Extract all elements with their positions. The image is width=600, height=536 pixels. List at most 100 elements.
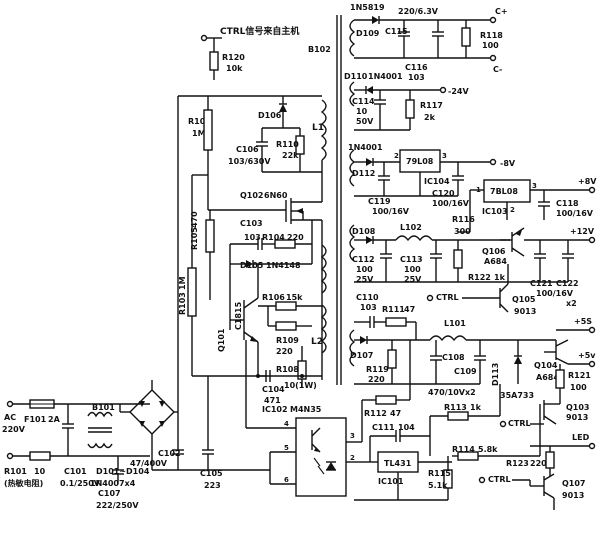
q101-ref: Q101 (217, 328, 226, 352)
gate-drive-section: R105 470 C103 103 R104 220 D105 1N4148 (190, 210, 313, 330)
r101-note: (热敏电阻) (4, 478, 43, 488)
ctrl-label-1: CTRL (436, 293, 459, 302)
c114-value1: 10 (356, 107, 368, 116)
d110-ref: D110 (344, 72, 368, 81)
resistor-r120 (209, 51, 219, 71)
r109-value: 220 (276, 347, 293, 356)
transformer-b102: B102 (308, 15, 356, 385)
r111-ref: R111 (382, 305, 405, 314)
r104-value: 220 (287, 233, 304, 242)
resistor-r114 (457, 451, 479, 461)
c108-ref: C108 (442, 353, 465, 362)
b101-ref: B101 (92, 403, 115, 412)
d105-ref: D105 (240, 261, 264, 270)
r102-value: 1M (192, 129, 206, 138)
q105-ref: Q105 (512, 295, 536, 304)
ic102-pin4: 4 (284, 420, 289, 428)
c110-ref: C110 (356, 293, 379, 302)
r121-value: 100 (570, 383, 587, 392)
r117-value: 2k (424, 113, 436, 122)
q103-type: 9013 (566, 413, 588, 422)
ic103-type: 7BL08 (490, 187, 518, 196)
r110-ref: R110 (276, 140, 299, 149)
p8-terminal (588, 186, 596, 194)
c119-value: 100/16V (372, 207, 410, 216)
thermistor-r101 (29, 451, 51, 461)
l101-ref: L101 (444, 319, 466, 328)
ac-input-section: AC 220V F101 2A R101 10 (热敏电阻) C101 0.1/… (2, 376, 271, 510)
r117-ref: R117 (420, 101, 443, 110)
c107-value: 222/250V (96, 501, 139, 510)
r103-ref: R103 (178, 292, 187, 315)
r105-ref: R105 (190, 227, 199, 250)
c113-ref: C113 (400, 255, 423, 264)
c101-value: 0.1/250V (60, 479, 101, 488)
r118-value: 100 (482, 41, 499, 50)
c120-value: 100/16V (432, 199, 470, 208)
d108-ref: D108 (352, 227, 376, 236)
r120-value: 10k (226, 64, 243, 73)
ic102-pin2: 2 (350, 454, 355, 462)
q103-ref: Q103 (566, 403, 590, 412)
c105-value: 223 (204, 481, 221, 490)
r115-ref: R115 (428, 469, 451, 478)
r112-ref: R112 (364, 409, 387, 418)
c122-count: x2 (566, 299, 577, 308)
ic103-pin2: 2 (510, 206, 515, 214)
r108-value: 10(1W) (284, 381, 317, 390)
r118-ref: R118 (480, 31, 503, 40)
c112-value1: 100 (356, 265, 373, 274)
r112-value: 47 (390, 409, 401, 418)
p5v-label: +5v (578, 351, 596, 360)
q106-type: A684 (484, 257, 507, 266)
r123-value: 220 (530, 459, 547, 468)
r123-ref: R123 (506, 459, 529, 468)
p5s-label: +5S (574, 317, 592, 326)
r119-value: 220 (368, 375, 385, 384)
resistor-r122 (453, 249, 463, 269)
r110-value: 22k (282, 151, 299, 160)
ic102-pin5: 5 (284, 444, 289, 452)
resistor-r117 (405, 99, 415, 119)
resistor-r111 (385, 317, 407, 327)
diode-d109 (372, 16, 379, 24)
c112-ref: C112 (352, 255, 375, 264)
resistor-r105 (205, 219, 215, 253)
p12-label: +12V (570, 227, 595, 236)
output-p8-section: 7BL08 1 3 2 +8V IC103 C118 100/16V (469, 177, 597, 232)
q104-type: A684 (536, 373, 559, 382)
r114-ref: R114 (452, 445, 475, 454)
led-driver-section: LED R123 220 Q107 9013 CTRL (478, 433, 596, 510)
output-m8-section: 1N4001 D112 79L08 2 3 -8V IC104 C119 100… (348, 143, 516, 216)
resistor-r112 (375, 395, 397, 405)
f101-value: 2A (48, 415, 61, 424)
c112-value2: 25V (356, 275, 374, 284)
b102-ref: B102 (308, 45, 331, 54)
c103-ref: C103 (240, 219, 263, 228)
ctrl-label-2: CTRL (508, 419, 531, 428)
r106-ref: R106 (262, 293, 285, 302)
ic104-type: 79L08 (406, 157, 434, 166)
mosfet-q102-section: Q102 6N60 (207, 175, 323, 380)
r104-ref: R104 (262, 233, 285, 242)
resistor-r103 (187, 267, 197, 317)
p5v-terminal (588, 360, 596, 368)
r115-value: 5.1k (428, 481, 448, 490)
resistor-r104 (274, 239, 296, 249)
d109-ref: D109 (356, 29, 380, 38)
d113-value: 35A733 (500, 391, 534, 400)
ctrl-terminal-3 (478, 476, 486, 484)
ac-terminal-l (6, 400, 14, 408)
d107-ref: D107 (350, 351, 373, 360)
ac-label: AC (4, 413, 16, 422)
q104-ref: Q104 (534, 361, 558, 370)
ic102-pin6: 6 (284, 476, 289, 484)
c111-value: 104 (398, 423, 415, 432)
c104-value: 471 (264, 396, 281, 405)
ac-terminal-n (6, 452, 14, 460)
output-c-section: 1N5819 220/6.3V C+ D109 C115 C116 103 R1… (350, 3, 508, 82)
q107-type: 9013 (562, 491, 584, 500)
d101-value: 1N4007x4 (90, 479, 136, 488)
q101-emitter-arrow (250, 336, 258, 342)
d109-part: 1N5819 (350, 3, 385, 12)
